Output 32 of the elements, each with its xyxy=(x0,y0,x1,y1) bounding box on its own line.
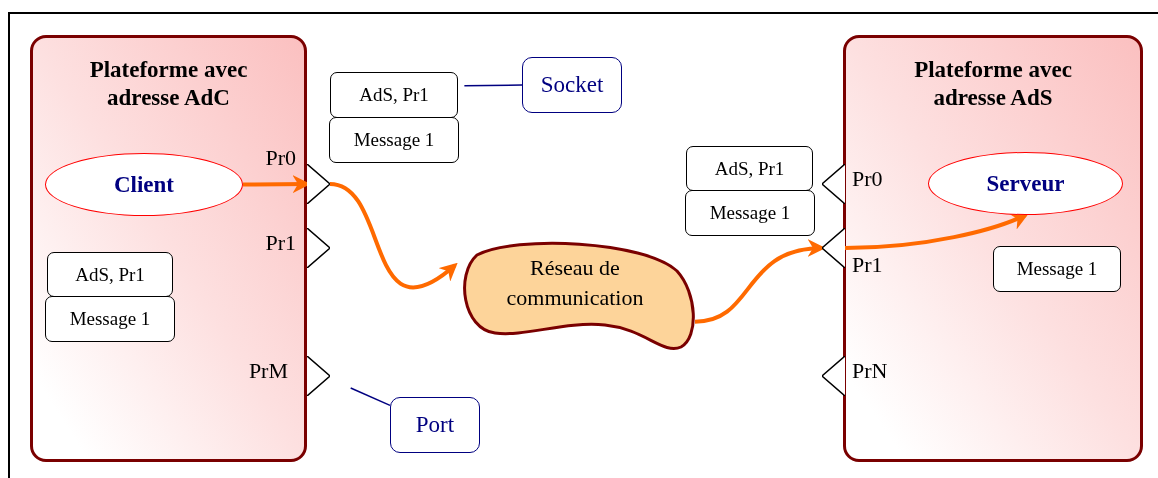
platform-box xyxy=(30,35,307,462)
platform-title: Plateforme avec adresse AdS xyxy=(913,56,1073,112)
port-label: PrM xyxy=(247,358,288,384)
address-box: AdS, Pr1 xyxy=(686,146,813,191)
message-box: Message 1 xyxy=(45,296,175,342)
message-box: Message 1 xyxy=(685,190,815,236)
platform-title: Plateforme avec adresse AdC xyxy=(88,56,249,112)
port-triangle xyxy=(822,164,845,204)
port-label: Pr0 xyxy=(852,166,884,192)
leader-line xyxy=(463,84,523,87)
callout-box: Port xyxy=(390,397,480,453)
address-box: AdS, Pr1 xyxy=(47,252,173,297)
platform-box xyxy=(843,35,1143,462)
port-triangle xyxy=(307,228,330,268)
port-label: Pr0 xyxy=(264,145,296,171)
port-label: Pr1 xyxy=(852,252,884,278)
process-ellipse: Serveur xyxy=(928,152,1123,215)
port-triangle xyxy=(822,228,845,268)
address-box: AdS, Pr1 xyxy=(330,72,458,118)
process-ellipse: Client xyxy=(45,153,243,216)
port-triangle xyxy=(822,356,845,396)
arrow xyxy=(694,240,826,324)
callout-box: Socket xyxy=(522,57,622,113)
network-label: Réseau de communication xyxy=(505,254,645,312)
leader-line xyxy=(349,387,391,407)
message-box: Message 1 xyxy=(329,117,459,163)
arrow xyxy=(329,182,458,289)
message-box: Message 1 xyxy=(993,246,1121,292)
port-triangle xyxy=(307,164,330,204)
port-triangle xyxy=(307,356,330,396)
port-label: PrN xyxy=(852,358,889,384)
port-label: Pr1 xyxy=(264,230,296,256)
